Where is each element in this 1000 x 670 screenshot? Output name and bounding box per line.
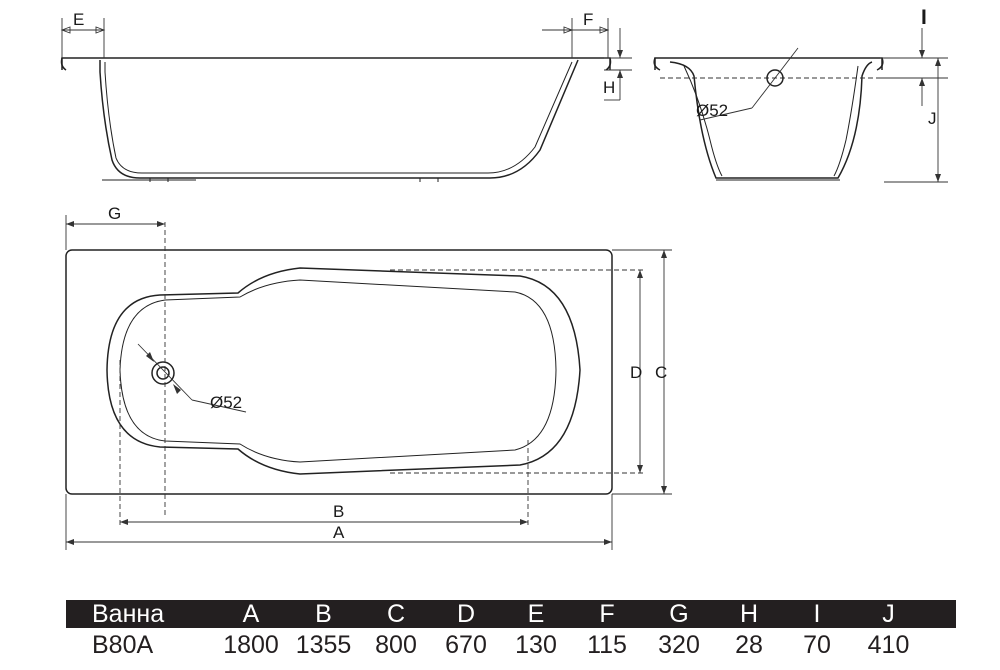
table-header-cell: B xyxy=(315,600,332,628)
table-cell: 670 xyxy=(445,630,487,659)
table-cell: 410 xyxy=(867,630,910,659)
label-j: J xyxy=(928,109,937,128)
table-cell: 115 xyxy=(587,630,627,659)
table-cell: B80A xyxy=(92,630,154,659)
table-cell: 1800 xyxy=(223,630,279,659)
bathtub-technical-drawing: E F H Ø52 I xyxy=(60,6,948,550)
label-a: A xyxy=(333,523,345,542)
label-b: B xyxy=(333,502,344,521)
table-header-row: Ванна A B C D E F G H I J xyxy=(66,600,956,628)
label-drain-side: Ø52 xyxy=(696,101,728,120)
table-header-cell: C xyxy=(386,600,406,628)
dimensions-table: Ванна A B C D E F G H I J B80A 1800 1355 800 670 130 115… xyxy=(66,600,956,662)
table-header-cell: D xyxy=(456,600,476,628)
table-body: B80A 1800 1355 800 670 130 115 320 28 70 410 xyxy=(66,628,956,662)
table-row: B80A 1800 1355 800 670 130 115 320 28 70 410 xyxy=(66,628,956,662)
table-cell: 70 xyxy=(803,630,831,659)
table-header-cell: I xyxy=(813,600,821,628)
label-drain-top: Ø52 xyxy=(210,393,242,412)
drain-hole-outer xyxy=(151,361,175,385)
table-header-cell: F xyxy=(599,600,615,628)
table-cell: 28 xyxy=(735,630,763,659)
drain-hole-inner xyxy=(156,366,170,380)
table-cell: 1355 xyxy=(295,630,352,659)
table-header-cell: A xyxy=(242,600,260,628)
end-view: Ø52 I J xyxy=(653,6,948,183)
table-cell: 130 xyxy=(515,630,557,659)
label-e: E xyxy=(73,10,84,29)
table-header-cell: H xyxy=(739,600,759,628)
overflow-hole xyxy=(766,69,784,87)
table-cell: 320 xyxy=(658,630,700,659)
label-h: H xyxy=(603,78,615,97)
label-f: F xyxy=(583,10,593,29)
label-i: I xyxy=(921,6,927,29)
table-header-cell: E xyxy=(527,600,545,628)
table-cell: 800 xyxy=(375,630,417,659)
side-view: E F H xyxy=(60,10,632,182)
table-header-cell: J xyxy=(882,600,895,628)
label-d: D xyxy=(630,363,642,382)
label-g: G xyxy=(108,204,121,223)
label-c: C xyxy=(655,363,667,382)
top-view: Ø52 G D C B A xyxy=(65,204,672,550)
table-header-cell: Ванна xyxy=(92,600,165,628)
table-header-cell: G xyxy=(669,600,689,628)
